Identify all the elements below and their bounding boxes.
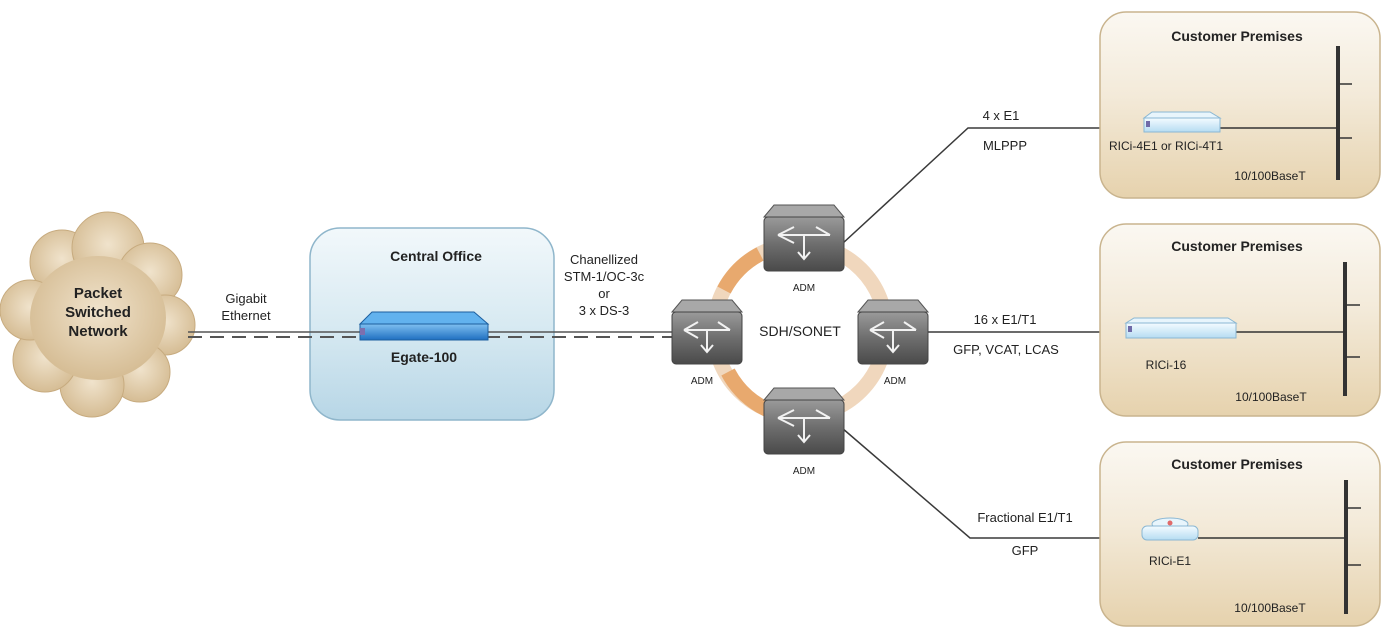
premises-1-device: RICi-4E1 or RICi-4T1 bbox=[1109, 139, 1223, 153]
adm-label-left: ADM bbox=[691, 376, 713, 387]
premises-3-device: RICi-E1 bbox=[1149, 554, 1191, 568]
customer-premises-2: Customer Premises RICi-16 10/100BaseT bbox=[1099, 223, 1381, 417]
premises-3-lan: 10/100BaseT bbox=[1234, 601, 1306, 615]
premises-links bbox=[841, 127, 1160, 539]
premises-3-title: Customer Premises bbox=[1171, 456, 1303, 472]
site2-link-bottom: GFP, VCAT, LCAS bbox=[953, 342, 1059, 357]
gige-label-line2: Ethernet bbox=[221, 308, 271, 323]
central-office-title: Central Office bbox=[390, 248, 482, 264]
site1-link-top: 4 x E1 bbox=[983, 108, 1020, 123]
adm-node-left: ADM bbox=[670, 299, 744, 387]
uplink-label-line1: Chanellized bbox=[570, 252, 638, 267]
adm-label-right: ADM bbox=[884, 376, 906, 387]
adm-label-top: ADM bbox=[793, 283, 815, 294]
adm-node-bottom: ADM bbox=[762, 387, 846, 477]
cloud-label-line1: Packet bbox=[74, 285, 122, 302]
adm-node-top: ADM bbox=[762, 204, 846, 294]
rici-16-device bbox=[1124, 317, 1238, 339]
premises-1-lan: 10/100BaseT bbox=[1234, 169, 1306, 183]
packet-network-cloud: Packet Switched Network bbox=[0, 211, 196, 418]
ring-label: SDH/SONET bbox=[759, 323, 841, 339]
gige-link: Gigabit Ethernet bbox=[188, 291, 360, 338]
uplink-label-line2: STM-1/OC-3c bbox=[564, 269, 645, 284]
gige-label-line1: Gigabit bbox=[225, 291, 267, 306]
site3-link-bottom: GFP bbox=[1012, 543, 1039, 558]
cloud-label-line2: Switched bbox=[65, 304, 131, 321]
adm-label-bottom: ADM bbox=[793, 466, 815, 477]
rici-e1-device bbox=[1141, 517, 1199, 541]
premises-1-title: Customer Premises bbox=[1171, 28, 1303, 44]
site2-link-top: 16 x E1/T1 bbox=[974, 312, 1037, 327]
premises-2-device: RICi-16 bbox=[1146, 358, 1187, 372]
premises-2-lan: 10/100BaseT bbox=[1235, 390, 1307, 404]
uplink-label-line4: 3 x DS-3 bbox=[579, 303, 630, 318]
adm-node-right: ADM bbox=[856, 299, 930, 387]
egate-100-device: Egate-100 bbox=[358, 311, 490, 365]
link-site-3 bbox=[841, 427, 1160, 539]
uplink-link: Chanellized STM-1/OC-3c or 3 x DS-3 bbox=[486, 252, 676, 338]
customer-premises-1: Customer Premises RICi-4E1 or RICi-4T1 1… bbox=[1099, 11, 1381, 199]
uplink-label-line3: or bbox=[598, 286, 610, 301]
site1-link-bottom: MLPPP bbox=[983, 138, 1027, 153]
link-site-1 bbox=[841, 127, 1148, 245]
cloud-label-line3: Network bbox=[68, 323, 128, 340]
premises-2-title: Customer Premises bbox=[1171, 238, 1303, 254]
egate-label: Egate-100 bbox=[391, 349, 457, 365]
customer-premises-3: Customer Premises RICi-E1 10/100BaseT bbox=[1099, 441, 1381, 627]
site3-link-top: Fractional E1/T1 bbox=[977, 510, 1072, 525]
rici-4e1-device bbox=[1142, 111, 1222, 133]
